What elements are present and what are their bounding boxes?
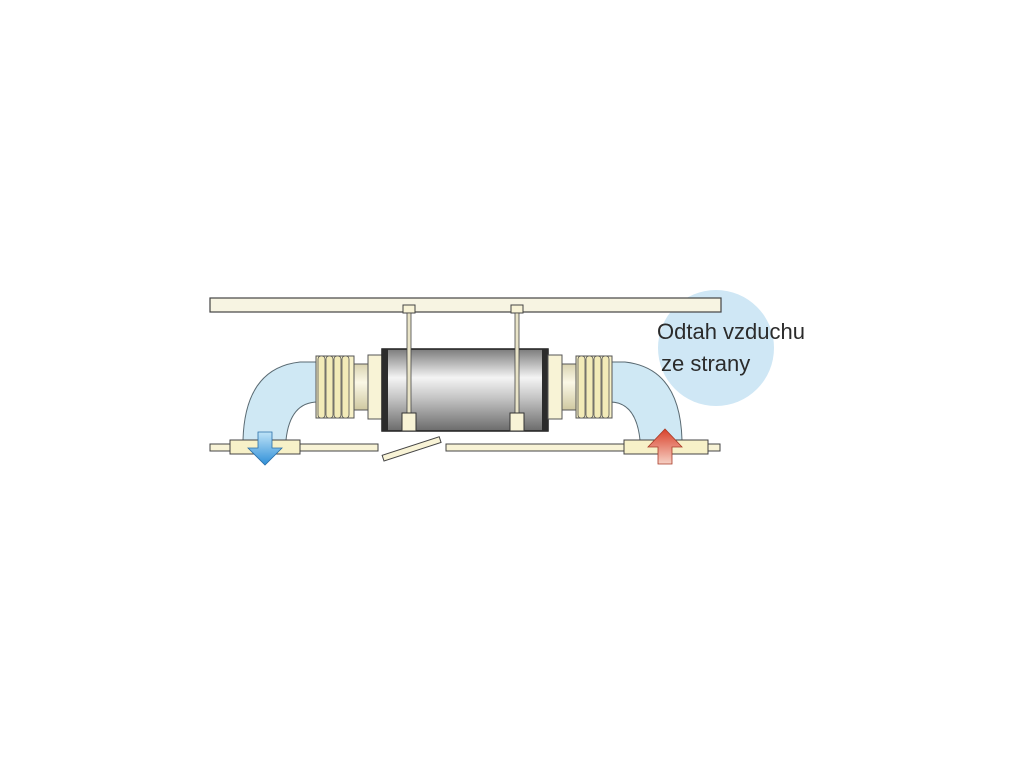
- hanger-left: [401, 304, 417, 432]
- arrow-up-icon: [647, 428, 683, 465]
- right-flexible-coupling: [575, 355, 613, 419]
- unit-end-cap-left: [382, 349, 388, 431]
- ceiling-access-hatch: [381, 436, 442, 462]
- highlight-bubble: [658, 290, 774, 406]
- left-elbow-duct: [242, 361, 319, 441]
- right-collar: [561, 363, 577, 411]
- left-flexible-coupling: [315, 355, 355, 419]
- left-collar-flange: [367, 354, 383, 420]
- arrow-down-icon: [247, 431, 283, 466]
- right-collar-flange: [547, 354, 563, 420]
- hanger-right: [509, 304, 525, 432]
- ceiling-panel: [209, 297, 722, 313]
- annotation-line-1: Odtah vzduchu: [657, 319, 805, 344]
- left-collar: [353, 363, 369, 411]
- unit-end-cap-right: [542, 349, 548, 431]
- ceiling-board-right: [445, 443, 721, 452]
- annotation-line-2: ze strany: [661, 351, 750, 376]
